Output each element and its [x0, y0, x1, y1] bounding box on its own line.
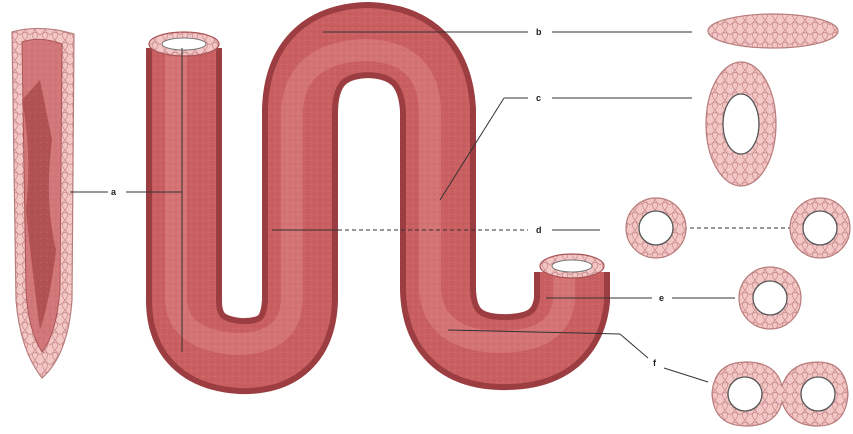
cross-section-b: [708, 14, 838, 48]
label-f: f: [652, 358, 657, 368]
longitudinal-section: [12, 28, 74, 378]
cross-section-e: [739, 267, 801, 329]
cross-section-d-right: [790, 198, 850, 258]
cross-section-f: [712, 362, 848, 426]
label-e: e: [658, 293, 665, 303]
convoluted-tubule: [149, 32, 604, 356]
label-d: d: [535, 225, 543, 235]
cross-section-c: [706, 62, 776, 186]
label-c: c: [535, 93, 542, 103]
label-a: a: [110, 187, 117, 197]
cross-section-d-left: [626, 198, 686, 258]
label-b: b: [535, 27, 543, 37]
